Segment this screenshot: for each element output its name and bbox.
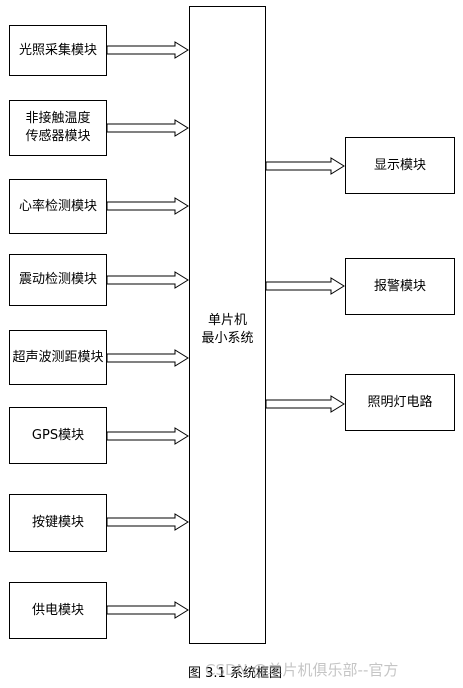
temperature-module-box: 非接触温度 传感器模块 [9,100,107,156]
module-label: GPS模块 [31,427,85,443]
ultrasonic-module-box: 超声波测距模块 [9,330,107,385]
module-label: 震动检测模块 [18,272,97,287]
mcu-label-line2: 最小系统 [201,331,254,346]
module-label-line1: 非接触温度 [25,111,91,126]
key-module-box: 按键模块 [9,494,107,552]
module-label: 照明灯电路 [367,394,433,410]
mcu-label: 单片机 最小系统 [190,312,265,348]
display-module-box: 显示模块 [345,137,455,194]
module-label: 报警模块 [373,278,426,294]
mcu-label-line1: 单片机 [207,313,247,328]
heart-rate-module-box: 心率检测模块 [9,179,107,234]
arrow-key-to-mcu [106,513,189,531]
mcu-minimum-system-box: 单片机 最小系统 [189,6,266,644]
arrow-vibration-to-mcu [106,271,189,289]
arrow-temp-to-mcu [106,119,189,137]
arrow-mcu-to-light [265,395,345,413]
module-label: 光照采集模块 [18,42,97,58]
arrow-mcu-to-alarm [265,277,345,295]
module-label: 心率检测模块 [18,198,97,214]
module-label: 超声波测距模块 [12,349,104,365]
lighting-circuit-box: 照明灯电路 [345,374,455,431]
figure-caption: 图 3.1 系统框图 [188,666,282,681]
arrow-power-to-mcu [106,601,189,619]
arrow-mcu-to-display [265,157,345,175]
watermark-text: CSDN @单片机俱乐部--官方 [205,661,399,679]
module-label: 供电模块 [31,602,84,618]
arrow-gps-to-mcu [106,427,189,445]
module-label-line2: 传感器模块 [25,129,91,144]
arrow-ultrasonic-to-mcu [106,349,189,367]
light-module-box: 光照采集模块 [9,25,107,76]
alarm-module-box: 报警模块 [345,258,455,315]
vibration-module-box: 震动检测模块 [9,254,107,306]
module-label: 按键模块 [31,515,84,530]
module-label: 显示模块 [373,157,426,173]
arrow-light-to-mcu [106,41,189,59]
gps-module-box: GPS模块 [9,407,107,464]
arrow-heart-to-mcu [106,197,189,215]
power-module-box: 供电模块 [9,582,107,639]
